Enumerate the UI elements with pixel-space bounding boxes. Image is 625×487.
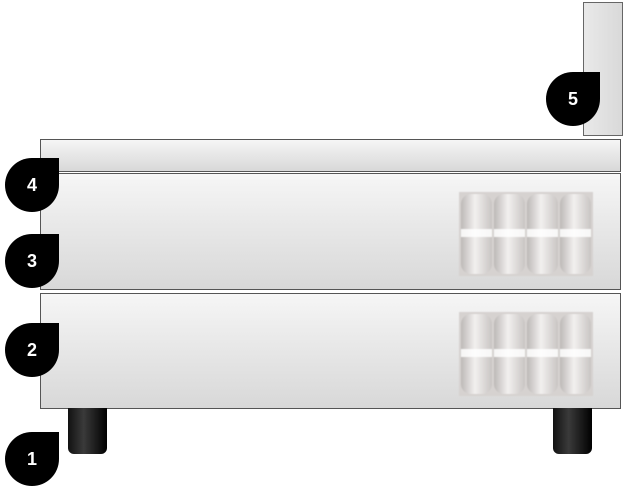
callout-badge-headboard: 5 <box>546 72 600 126</box>
coil <box>494 194 525 274</box>
pocket-spring-coils-icon <box>459 312 593 396</box>
coil <box>560 314 591 394</box>
topper-layer <box>40 139 621 172</box>
callout-badge-base: 2 <box>5 323 59 377</box>
bed-leg-right <box>553 408 592 454</box>
pocket-spring-coils-icon <box>459 192 593 276</box>
coil <box>527 194 558 274</box>
callout-badge-topper: 4 <box>5 158 59 212</box>
coil <box>560 194 591 274</box>
coil <box>494 314 525 394</box>
bed-leg-left <box>68 408 107 454</box>
callout-badge-leg: 1 <box>5 432 59 486</box>
callout-badge-mattress: 3 <box>5 234 59 288</box>
coil <box>527 314 558 394</box>
coil <box>461 194 492 274</box>
coil <box>461 314 492 394</box>
